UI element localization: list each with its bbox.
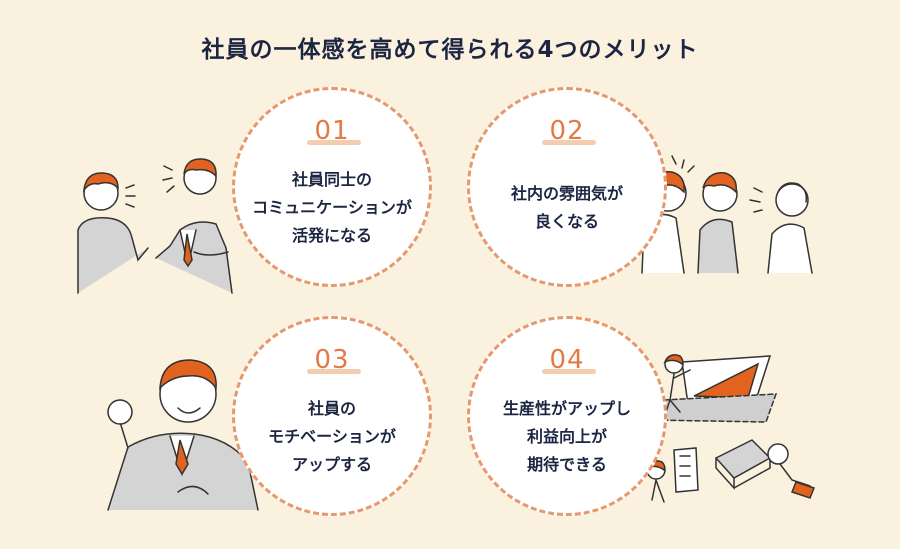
three-people-illustration bbox=[641, 155, 813, 274]
number-underline-mark bbox=[307, 369, 361, 374]
coworkers-talking-illustration bbox=[77, 158, 233, 294]
number-underline-mark bbox=[542, 140, 596, 145]
benefit-circle-04: 04 生産性がアップし 利益向上が 期待できる bbox=[467, 316, 667, 516]
benefit-circle-02: 02 社内の雰囲気が 良くなる bbox=[467, 87, 667, 287]
benefit-circle-03: 03 社員の モチベーションが アップする bbox=[232, 316, 432, 516]
team-chart-illustration bbox=[645, 354, 815, 503]
cheering-businessman-illustration bbox=[107, 359, 259, 511]
number-underline-mark bbox=[307, 140, 361, 145]
benefit-number: 02 bbox=[549, 116, 585, 146]
benefit-circle-01: 01 社員同士の コミュニケーションが 活発になる bbox=[232, 87, 432, 287]
benefit-text: 生産性がアップし 利益向上が 期待できる bbox=[470, 395, 664, 479]
number-underline-mark bbox=[542, 369, 596, 374]
benefit-text-line: 良くなる bbox=[534, 212, 599, 231]
benefit-text-line: 活発になる bbox=[291, 226, 372, 245]
benefit-text-line: 利益向上が bbox=[526, 427, 607, 446]
benefit-text-line: コミュニケーションが bbox=[252, 198, 412, 217]
benefit-text-line: 生産性がアップし bbox=[502, 399, 631, 418]
page-title: 社員の一体感を高めて得られる4つのメリット bbox=[201, 37, 699, 63]
benefit-text-line: 期待できる bbox=[527, 455, 607, 474]
benefit-text-line: 社員の bbox=[307, 399, 356, 418]
benefit-text: 社員の モチベーションが アップする bbox=[235, 395, 429, 479]
benefit-text-line: モチベーションが bbox=[268, 427, 396, 446]
benefit-number: 01 bbox=[314, 116, 350, 146]
benefit-text-line: 社内の雰囲気が bbox=[510, 184, 623, 203]
benefit-text: 社員同士の コミュニケーションが 活発になる bbox=[235, 166, 429, 250]
benefit-text-line: 社員同士の bbox=[291, 170, 372, 189]
benefit-text: 社内の雰囲気が 良くなる bbox=[470, 180, 664, 236]
benefit-number: 04 bbox=[549, 345, 585, 375]
benefit-number: 03 bbox=[314, 345, 350, 375]
benefit-text-line: アップする bbox=[291, 455, 372, 474]
